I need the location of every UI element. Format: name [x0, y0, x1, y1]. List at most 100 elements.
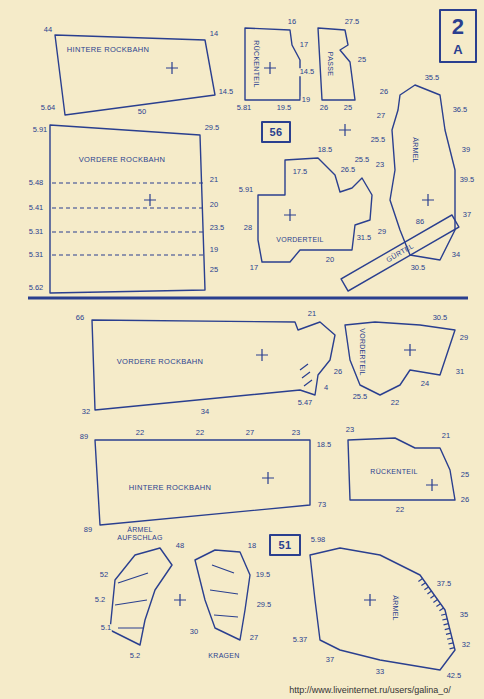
hatch-tick [433, 600, 437, 603]
piece-name: VORDERTEIL [276, 236, 324, 244]
dimension-number: 18 [247, 542, 257, 550]
piece-name: KRAGEN [208, 652, 239, 660]
dimension-number: 22 [135, 429, 145, 437]
dimension-number: 36.5 [452, 106, 469, 114]
dimension-number: 73 [317, 501, 327, 509]
pattern-piece: HINTERE ROCKBAHN [95, 440, 310, 525]
piece-edge [270, 535, 300, 555]
dimension-number: 20 [209, 201, 219, 209]
dimension-number: 27 [249, 634, 259, 642]
dimension-number: 16 [287, 18, 297, 26]
dimension-number: 29 [377, 228, 387, 236]
dimension-number: 37 [462, 211, 472, 219]
dimension-number: 5.2 [129, 652, 141, 660]
hatch-tick [447, 638, 452, 639]
dimension-number: 19.5 [276, 104, 293, 112]
dimension-number: 5.31 [28, 228, 45, 236]
dimension-number: 5.47 [297, 399, 314, 407]
piece-edge [348, 438, 455, 500]
dimension-number: 89 [79, 433, 89, 441]
dimension-number: 25.5 [370, 136, 387, 144]
hatch-tick [418, 579, 422, 582]
pattern-piece: PASSE [318, 28, 355, 100]
pattern-piece: ÄRMEL [390, 85, 455, 260]
dimension-number: 5.91 [32, 126, 49, 134]
dimension-number: 25.5 [352, 393, 369, 401]
dimension-number: 22 [195, 429, 205, 437]
piece-outline [318, 28, 355, 100]
dimension-number: 31 [455, 368, 465, 376]
piece-edge [310, 548, 455, 670]
piece-edge [318, 28, 355, 100]
hatch-tick [446, 633, 451, 634]
pattern-piece: GÜRTEL [341, 215, 459, 291]
hatch-tick [442, 619, 447, 620]
piece-edge [345, 322, 455, 395]
dimension-number: 4 [323, 384, 329, 392]
piece-edge [95, 440, 310, 525]
dimension-number: 35 [459, 611, 469, 619]
dimension-number: 39 [461, 146, 471, 154]
dimension-number: 18.5 [317, 146, 334, 154]
piece-edge [195, 550, 250, 640]
piece-edge [50, 125, 205, 293]
dimension-number: 34 [200, 408, 210, 416]
dimension-number: 21 [441, 432, 451, 440]
dimension-number: 23 [291, 429, 301, 437]
piece-outline [390, 85, 455, 260]
dimension-number: 25 [460, 471, 470, 479]
hatch-tick [439, 608, 443, 611]
hatch-tick [436, 604, 440, 607]
dimension-number: 17 [249, 264, 259, 272]
dimension-number: 25 [343, 104, 353, 112]
piece-edge [245, 28, 300, 100]
dimension-number: 17.5 [292, 168, 309, 176]
dimension-number: 5.91 [238, 186, 255, 194]
dimension-number: 33 [375, 668, 385, 676]
piece-name: RÜCKENTEIL [370, 468, 417, 476]
pattern-piece: ÄRMEL AUFSCHLAG [98, 522, 180, 660]
dimension-number: 5.41 [28, 204, 45, 212]
dimension-number: 29 [459, 334, 469, 342]
hatch-tick [450, 648, 455, 649]
piece-name: 56 [270, 126, 283, 138]
dimension-number: 39.5 [459, 176, 476, 184]
pattern-piece: 2A [440, 10, 476, 62]
dimension-number: 50 [137, 108, 147, 116]
dimension-number: 5.37 [292, 636, 309, 644]
hatch-tick [441, 614, 446, 615]
dimension-number: 26 [333, 368, 343, 376]
dimension-number: 5.48 [28, 179, 45, 187]
dimension-number: 32 [81, 408, 91, 416]
piece-name: ÄRMEL [411, 137, 419, 163]
dimension-number: 42.5 [446, 672, 463, 680]
dimension-number: 20 [325, 256, 335, 264]
dimension-number: 5.31 [28, 251, 45, 259]
pattern-piece: VORDERTEIL [345, 322, 455, 395]
dimension-number: 21 [209, 176, 219, 184]
piece-name: A [453, 43, 463, 57]
dimension-number: 37.5 [436, 580, 453, 588]
hatch-tick [448, 643, 453, 644]
dimension-number: 28 [243, 224, 253, 232]
piece-name: 2 [452, 15, 465, 39]
dimension-number: 86 [415, 218, 425, 226]
dimension-number: 27 [376, 112, 386, 120]
dimension-number: 22 [395, 506, 405, 514]
piece-edge [258, 158, 372, 262]
piece-name: HINTERE ROCKBAHN [67, 46, 149, 54]
dimension-number: 27.5 [344, 18, 361, 26]
piece-name: VORDERE ROCKBAHN [117, 358, 203, 366]
dimension-number: 21 [307, 310, 317, 318]
piece-name: ÄRMEL [391, 595, 399, 621]
dimension-number: 30 [189, 628, 199, 636]
dimension-number: 19 [209, 246, 219, 254]
piece-name: VORDERTEIL [358, 328, 366, 376]
hatch-tick [421, 583, 425, 586]
dimension-number: 26 [379, 88, 389, 96]
dimension-number: 24 [420, 380, 430, 388]
dimension-number: 14.5 [218, 88, 235, 96]
dimension-number: 37 [325, 656, 335, 664]
dimension-number: 30.5 [432, 314, 449, 322]
edge-ticks [418, 579, 454, 649]
